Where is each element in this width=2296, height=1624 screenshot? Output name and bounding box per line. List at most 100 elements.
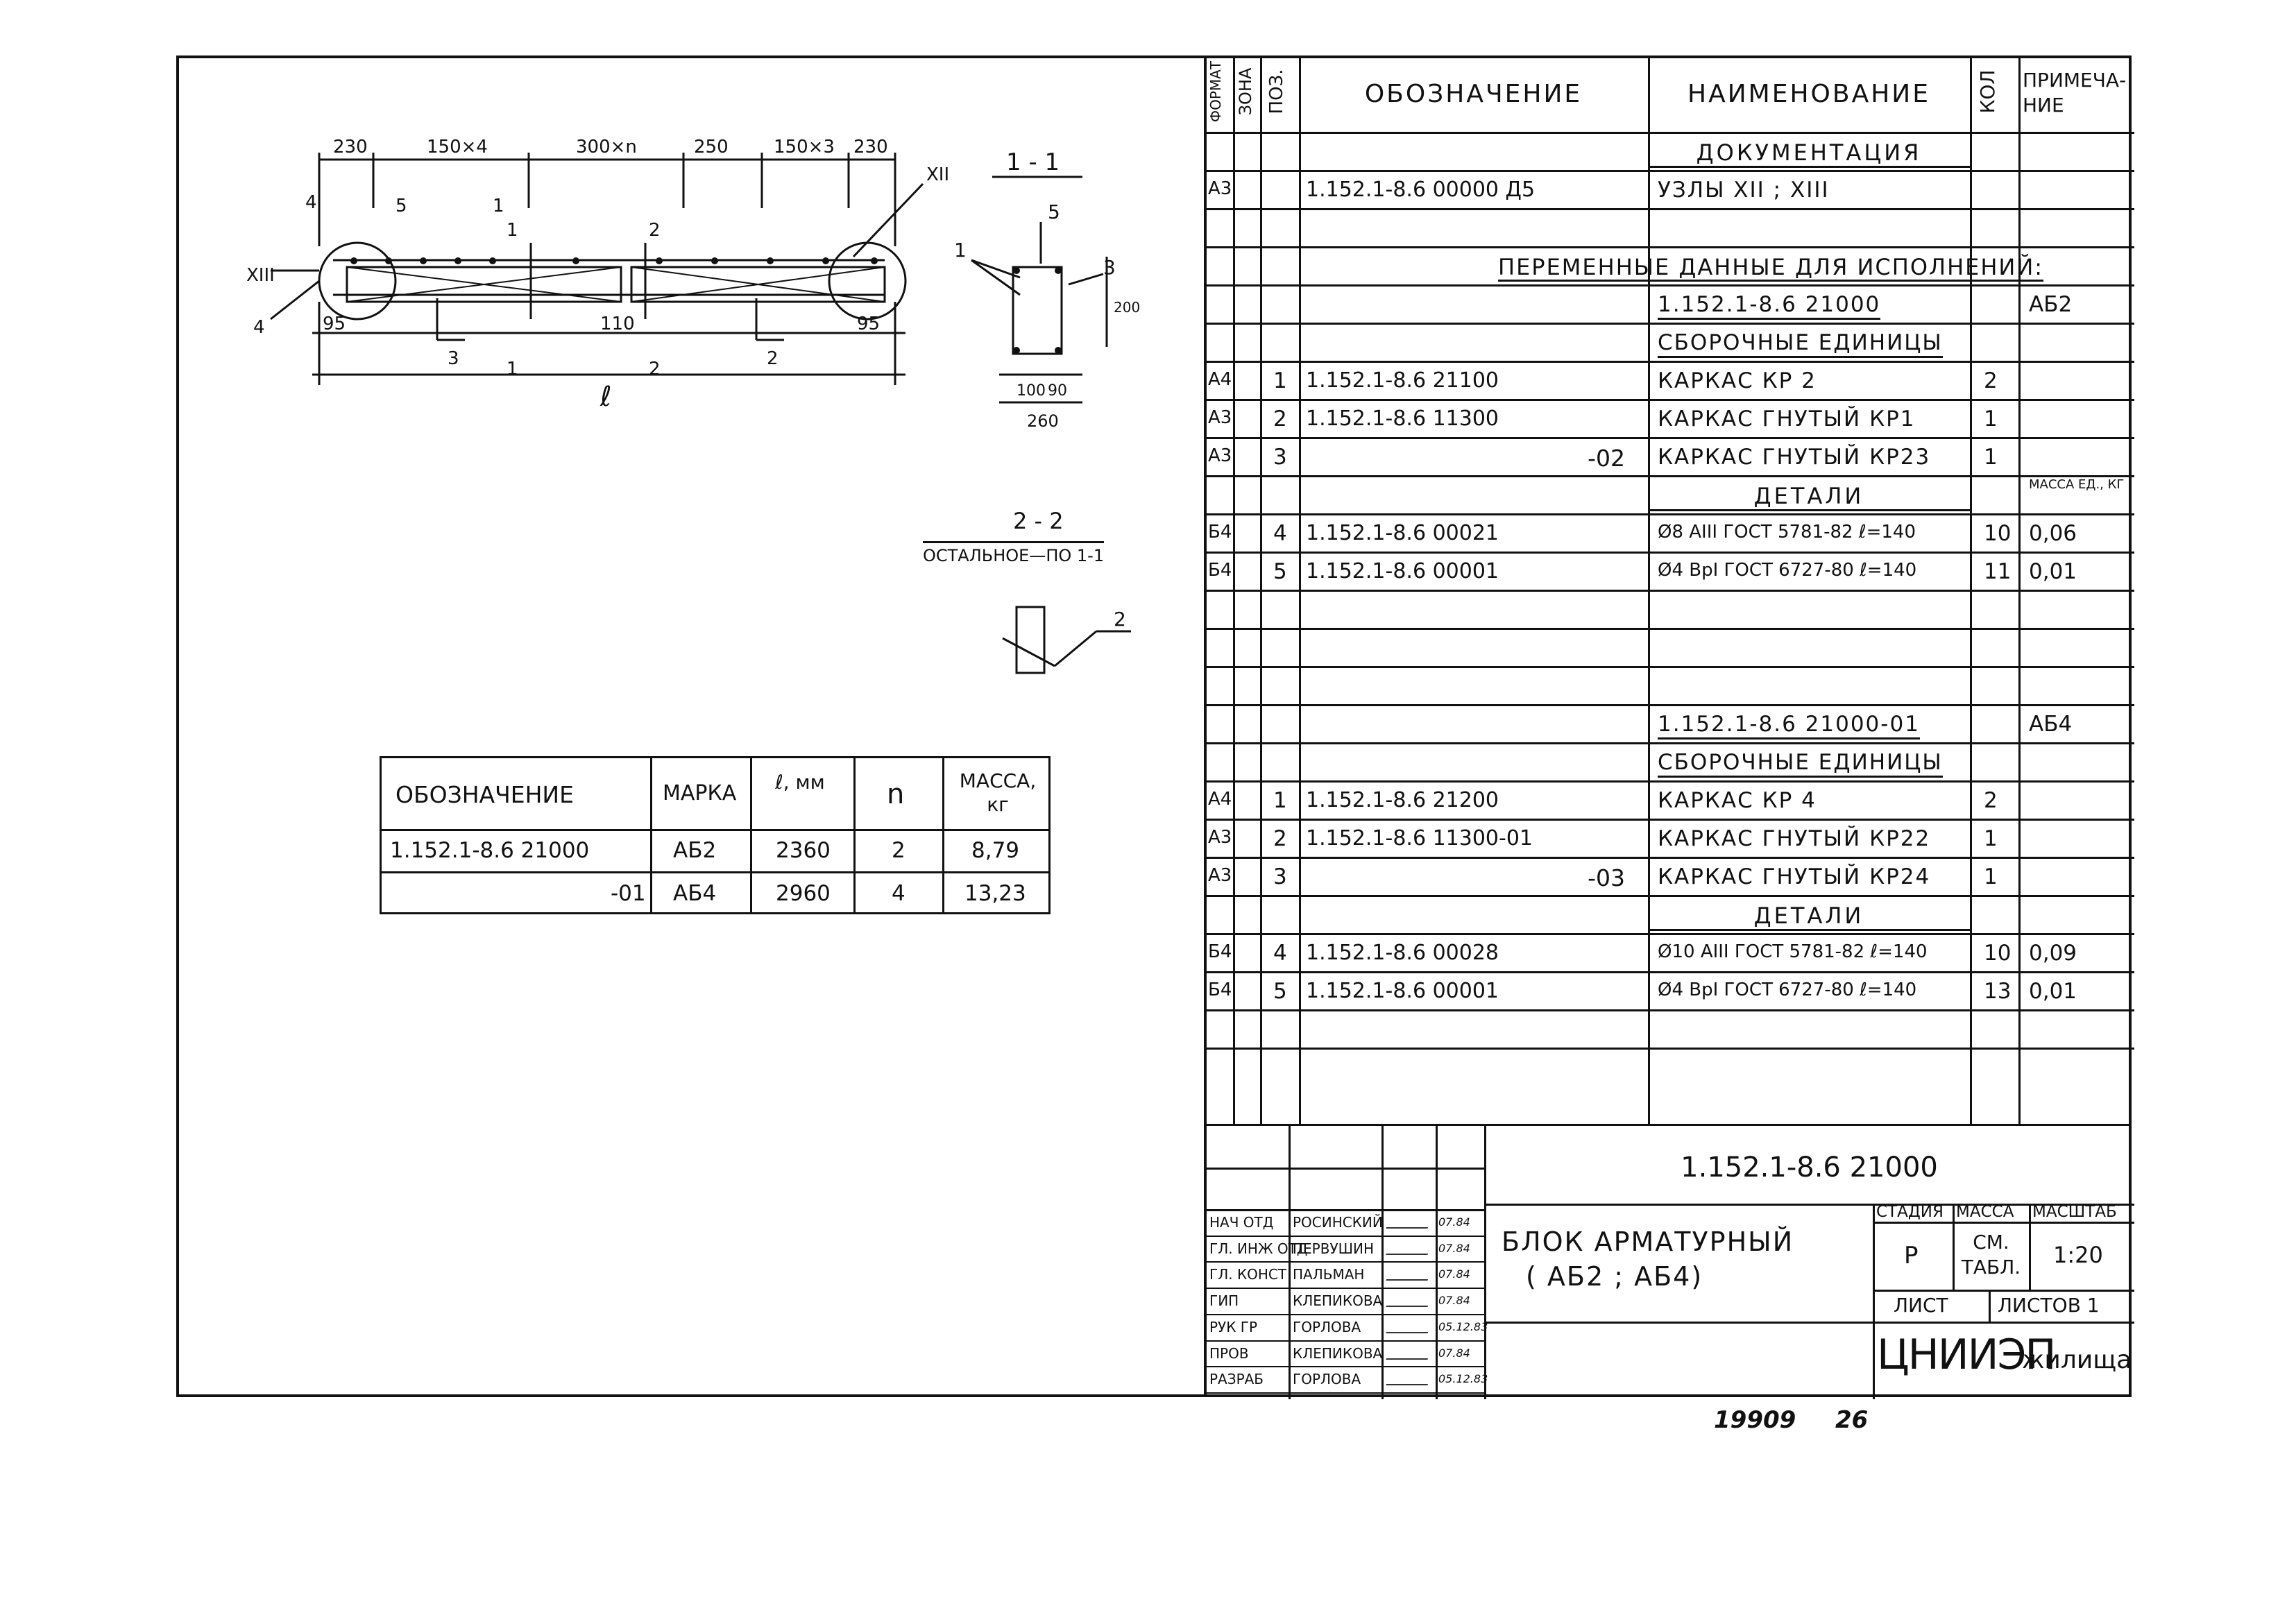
signature-role: РУК ГР (1209, 1318, 1258, 1335)
mass-table-header-mark: МАРКА (663, 781, 737, 805)
spec-row-qty: 1 (1984, 445, 1998, 470)
dim-top-3: 300×n (576, 137, 637, 157)
mass-table-row1-length: 2360 (776, 838, 831, 863)
dim-bottom-3: 95 (857, 314, 880, 334)
spec-row-divider (1207, 895, 2134, 897)
spec-row-name: 1.152.1-8.6 21000-01 (1658, 714, 1920, 740)
spec-row-pos: 3 (1273, 445, 1287, 470)
spec-row-name: УЗЛЫ XII ; XIII (1658, 178, 1830, 203)
signature-name: КЛЕПИКОВА (1293, 1344, 1383, 1362)
spec-row-format: Б4 (1208, 560, 1232, 581)
mass-table-row1-designation: 1.152.1-8.6 21000 (390, 838, 590, 863)
spec-row-note: 0,06 (2029, 521, 2077, 546)
spec-row-name: СБОРОЧНЫЕ ЕДИНИЦЫ (1658, 332, 1943, 358)
section-1-1-dim-100: 100 (1017, 382, 1046, 400)
spec-row-qty: 1 (1984, 864, 1998, 889)
mass-value: СМ. ТАБЛ. (1961, 1231, 2021, 1279)
spec-row-qty: 1 (1984, 407, 1998, 431)
spec-row-qty: 13 (1984, 979, 2012, 1004)
sheet-label: ЛИСТ (1894, 1294, 1948, 1317)
callout-4a: 4 (305, 192, 317, 213)
length-label: ℓ (599, 381, 612, 413)
spec-row-note: АБ4 (2029, 712, 2073, 737)
spec-row-name: ДОКУМЕНТАЦИЯ (1648, 142, 1970, 168)
mass-table-row2-designation: -01 (611, 881, 646, 906)
doc-number: 1.152.1-8.6 21000 (1681, 1152, 1938, 1183)
spec-row-note: МАССА ЕД., КГ (2029, 477, 2125, 492)
spec-row-format: А4 (1208, 369, 1232, 390)
callout-4b: 4 (253, 317, 265, 338)
sheets-label: ЛИСТОВ 1 (1998, 1294, 2100, 1317)
spec-row-name: ДЕТАЛИ (1648, 485, 1970, 511)
spec-row-note: 0,01 (2029, 559, 2077, 584)
spec-row-format: А3 (1208, 865, 1232, 886)
spec-row-name: Ø10 АIII ГОСТ 5781-82 ℓ=140 (1658, 941, 1928, 962)
signature-row-divider (1207, 1340, 1484, 1342)
callout-2: 2 (767, 348, 779, 369)
signature-date: 05.12.83 (1438, 1319, 1488, 1333)
spec-row-divider (1207, 246, 2134, 248)
node-left-label: XIII (246, 265, 275, 286)
spec-row-designation: 1.152.1-8.6 00001 (1306, 559, 1499, 583)
spec-row-name: ДЕТАЛИ (1648, 905, 1970, 931)
section-2-2-callout: 2 (1114, 608, 1126, 631)
node-right-label: XII (926, 164, 949, 185)
signature-row-divider (1207, 1235, 1484, 1237)
signature-date: 05.12.83 (1438, 1372, 1488, 1386)
handwritten-signature (1386, 1319, 1433, 1333)
page-number: 26 (1835, 1406, 1869, 1434)
signature-role: ГИП (1209, 1292, 1239, 1310)
spec-row-name: Ø4 ВрI ГОСТ 6727-80 ℓ=140 (1658, 560, 1917, 581)
spec-header-qty: КОЛ (1976, 69, 1999, 114)
spec-row-divider (1207, 170, 2134, 172)
dim-top-2: 150×4 (427, 137, 488, 157)
section-2-2-subtitle: ОСТАЛЬНОЕ—ПО 1-1 (923, 541, 1105, 564)
spec-header-name: НАИМЕНОВАНИЕ (1687, 80, 1930, 108)
section-1-1-callout-5: 5 (1048, 200, 1060, 223)
spec-row-name: КАРКАС КР 4 (1658, 788, 1817, 813)
handwritten-signature (1386, 1371, 1433, 1386)
signature-row-divider (1207, 1313, 1484, 1315)
title-line-2: ( АБ2 ; АБ4) (1526, 1261, 1703, 1292)
scale-value: 1:20 (2053, 1242, 2103, 1268)
spec-row-divider (1207, 590, 2134, 592)
spec-row-divider (1207, 208, 2134, 210)
signature-date: 07.84 (1438, 1241, 1470, 1255)
spec-row-qty: 11 (1984, 559, 2012, 584)
spec-row-divider (1207, 1009, 2134, 1011)
mass-table-row1-n: 2 (892, 838, 905, 863)
section-1-1-title: 1 - 1 (1006, 148, 1060, 176)
spec-row-divider (1207, 552, 2134, 554)
spec-row-pos: 2 (1273, 407, 1287, 431)
spec-row-divider (1207, 1048, 2134, 1050)
spec-row-format: А3 (1208, 827, 1232, 848)
spec-row-name: Ø4 ВрI ГОСТ 6727-80 ℓ=140 (1658, 980, 1917, 1000)
main-elevation-drawing: 230 150×4 300×n 250 150×3 230 95 110 95 … (246, 137, 949, 413)
callout-5: 5 (396, 196, 407, 216)
title-line-1: БЛОК АРМАТУРНЫЙ (1502, 1226, 1794, 1257)
section-2-2-drawing: 2 (1002, 606, 1131, 674)
org-logo-suffix: жилища (2022, 1346, 2132, 1374)
section-mark-2b: 2 (649, 359, 661, 379)
spec-row-note: 0,09 (2029, 941, 2077, 966)
dim-top-5: 150×3 (774, 137, 835, 157)
spec-row-divider (1207, 819, 2134, 821)
spec-row-pos: 5 (1273, 559, 1287, 584)
spec-row-designation: 1.152.1-8.6 11300 (1306, 407, 1499, 431)
handwritten-signature (1386, 1293, 1433, 1308)
spec-row-divider (1207, 399, 2134, 401)
mass-table-row1-mass: 8,79 (971, 838, 1020, 863)
spec-row-divider (1207, 971, 2134, 973)
signature-date: 07.84 (1438, 1215, 1470, 1229)
handwritten-signature (1386, 1267, 1433, 1281)
spec-row-divider (1207, 323, 2134, 325)
mass-table-row2-length: 2960 (776, 881, 831, 906)
drawing-frame (176, 55, 2132, 1397)
spec-row-span-heading: ПЕРЕМЕННЫЕ ДАННЫЕ ДЛЯ ИСПОЛНЕНИЙ: (1498, 254, 2044, 282)
spec-row-designation: -03 (1588, 864, 1625, 891)
mass-table-header-n: n (887, 778, 905, 810)
spec-row-designation: 1.152.1-8.6 21200 (1306, 788, 1499, 812)
spec-row-divider (1207, 361, 2134, 363)
mass-table-header-length: ℓ, мм (775, 771, 825, 794)
section-1-1-height: 200 (1114, 299, 1140, 316)
